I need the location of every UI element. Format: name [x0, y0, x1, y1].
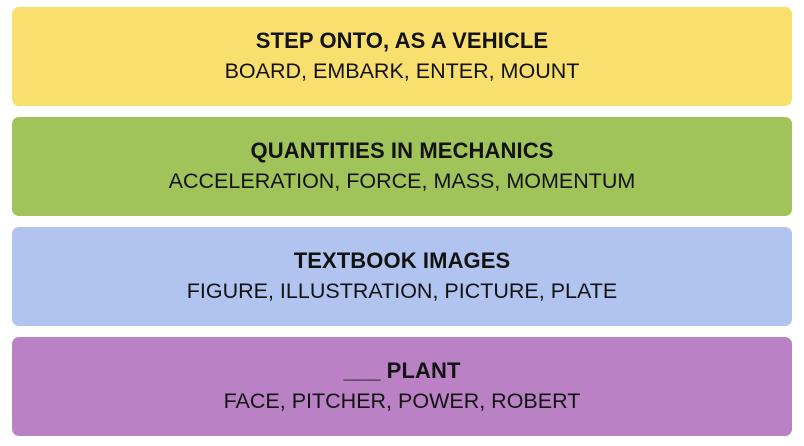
solved-group-purple: ___ PLANT FACE, PITCHER, POWER, ROBERT [12, 337, 792, 436]
solved-groups-board: STEP ONTO, AS A VEHICLE BOARD, EMBARK, E… [12, 7, 792, 437]
group-members: ACCELERATION, FORCE, MASS, MOMENTUM [168, 169, 636, 193]
group-title: STEP ONTO, AS A VEHICLE [255, 28, 549, 53]
solved-group-blue: TEXTBOOK IMAGES FIGURE, ILLUSTRATION, PI… [12, 227, 792, 326]
group-members: BOARD, EMBARK, ENTER, MOUNT [224, 59, 580, 83]
solved-group-green: QUANTITIES IN MECHANICS ACCELERATION, FO… [12, 117, 792, 216]
group-members: FACE, PITCHER, POWER, ROBERT [223, 389, 581, 413]
solved-group-yellow: STEP ONTO, AS A VEHICLE BOARD, EMBARK, E… [12, 7, 792, 106]
group-members: FIGURE, ILLUSTRATION, PICTURE, PLATE [186, 279, 618, 303]
group-title: ___ PLANT [343, 358, 461, 383]
group-title: TEXTBOOK IMAGES [293, 248, 511, 273]
group-title: QUANTITIES IN MECHANICS [250, 138, 554, 163]
